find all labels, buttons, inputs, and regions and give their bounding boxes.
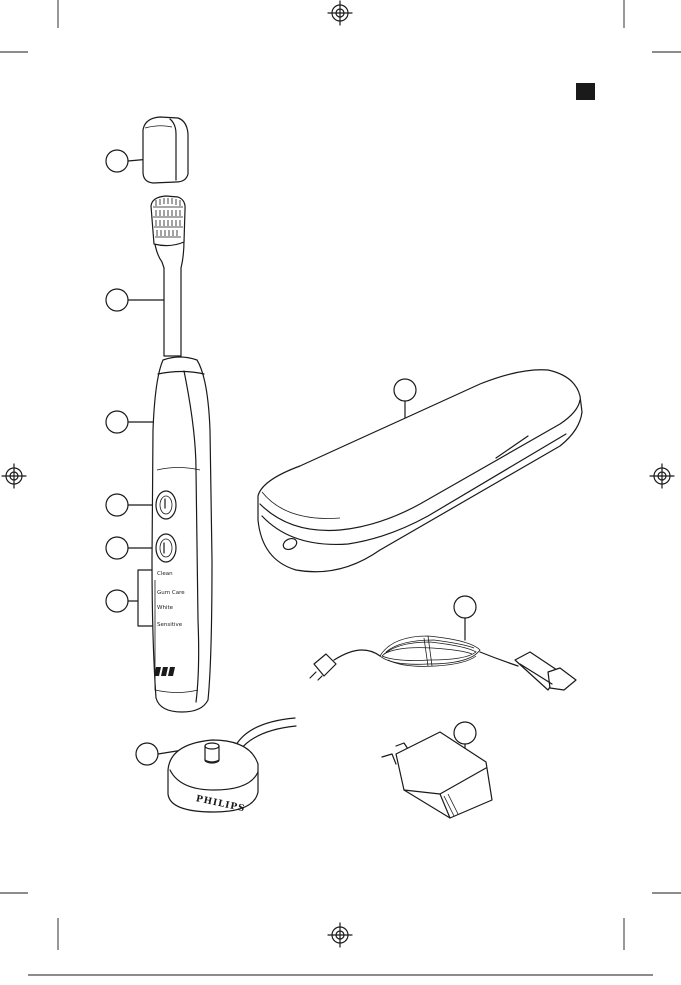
callout-3 xyxy=(106,411,128,433)
protective-cap xyxy=(143,117,188,183)
callout-1 xyxy=(106,150,128,172)
cable-plug-small xyxy=(310,654,336,680)
callout-5 xyxy=(106,537,128,559)
usb-cable xyxy=(310,636,576,690)
mode-button xyxy=(156,534,176,562)
callout-6 xyxy=(106,590,128,612)
travel-case xyxy=(258,370,582,572)
language-tab-square xyxy=(576,83,595,100)
registration-mark-left xyxy=(2,464,26,488)
callout-10 xyxy=(136,743,158,765)
mode-label-clean: Clean xyxy=(157,571,173,577)
registration-mark-right xyxy=(650,464,674,488)
registration-mark-top xyxy=(328,1,352,25)
registration-mark-bottom xyxy=(328,923,352,947)
callout-7 xyxy=(394,379,416,401)
callout-9 xyxy=(454,722,476,744)
power-adapter xyxy=(382,732,492,818)
usb-plug xyxy=(515,652,576,690)
power-button xyxy=(156,491,176,519)
mode-label-white: White xyxy=(157,605,174,611)
callout-4 xyxy=(106,494,128,516)
battery-indicator xyxy=(154,667,175,676)
callout-2 xyxy=(106,289,128,311)
callout-8 xyxy=(454,596,476,618)
charger-base: PHILIPS xyxy=(168,718,296,814)
mode-label-gum-care: Gum Care xyxy=(157,590,185,596)
mode-label-sensitive: Sensitive xyxy=(157,622,183,628)
brush-head xyxy=(151,196,185,356)
toothbrush-handle: Clean Gum Care White Sensitive xyxy=(152,357,212,712)
